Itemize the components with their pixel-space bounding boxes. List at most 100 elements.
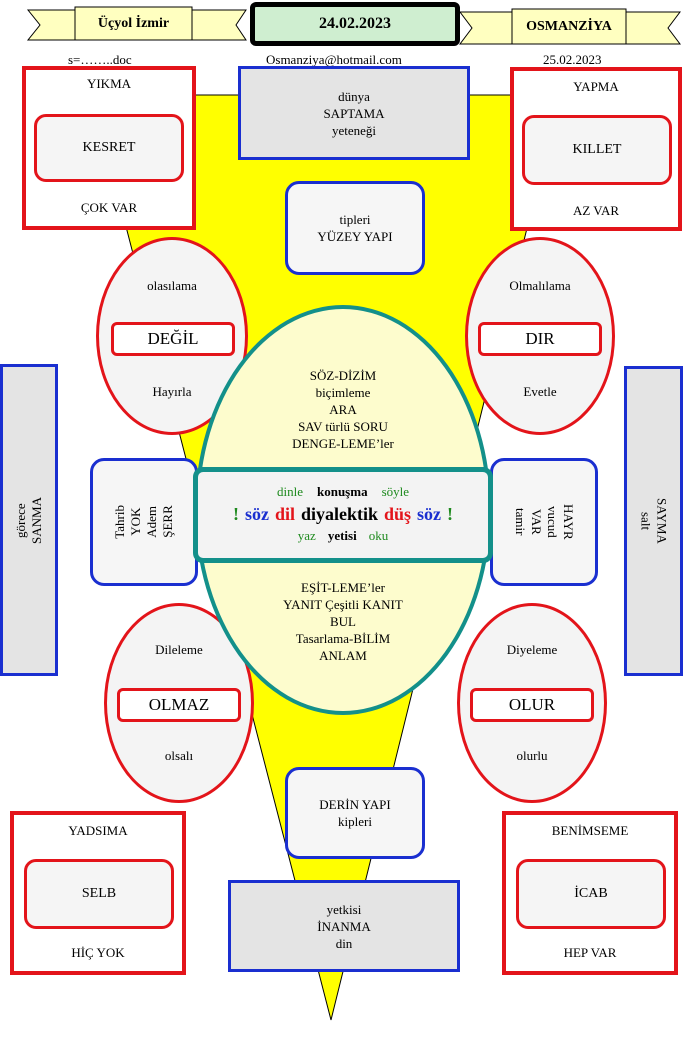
center-row-3: yaz yetisi oku (198, 528, 488, 544)
corner-top-label: YAPMA (573, 79, 619, 94)
oval-bottom-label: Evetle (523, 384, 557, 399)
row3-word-a: yaz (297, 528, 316, 543)
right-ribbon-label: OSMANZİYA (526, 19, 612, 34)
date-box: 24.02.2023 (250, 2, 460, 46)
card-line: YOK (128, 507, 143, 537)
side-bar-line: salt (638, 511, 654, 531)
right-ribbon-face (511, 8, 627, 45)
card-line: vucud (545, 506, 560, 538)
oval-top-label: Olmalılama (509, 278, 571, 293)
sayma-side-bar: SAYMA salt (624, 366, 683, 676)
oval-top-label: Diyeleme (506, 642, 558, 657)
oval-upper-right: Olmalılama DIR Evetle (465, 237, 615, 435)
serr-card: Tahrib YOK Adem ŞERR (90, 458, 198, 586)
ellipse-line: SÖZ-DİZİM (309, 368, 377, 383)
word-dil: dil (274, 504, 295, 524)
oval-lower-left: Dileleme OLMAZ olsalı (104, 603, 254, 803)
card-line: tamir (513, 508, 528, 536)
oval-word-box: DIR (478, 322, 602, 356)
ellipse-line: ARA (329, 402, 357, 417)
right-subtitle: 25.02.2023 (543, 52, 602, 67)
corner-inner-box: KESRET (34, 114, 184, 182)
left-subtitle: s=……..doc (68, 52, 132, 67)
saptama-box: dünya SAPTAMA yeteneği (238, 66, 470, 160)
card-line: VAR (529, 509, 544, 535)
ellipse-lower-text: EŞİT-LEME’ler YANIT Çeşitli KANIT BUL Ta… (199, 579, 487, 664)
corner-top-label: YADSIMA (68, 823, 128, 838)
ellipse-line: Tasarlama-BİLİM (295, 631, 391, 646)
inanma-box: yetkisi İNANMA din (228, 880, 460, 972)
word-dus: düş (384, 504, 412, 524)
center-row-1: dinle konuşma söyle (198, 484, 488, 500)
card-text: HAYR vucud VAR tamir (512, 504, 576, 540)
word-soz-1: söz (244, 504, 269, 524)
ellipse-line: ANLAM (319, 648, 367, 663)
side-bar-text: görece SANMA (13, 497, 45, 544)
box-line: İNANMA (317, 918, 371, 934)
left-ribbon-label: Üçyol İzmir (97, 16, 170, 31)
card-line: HAYR (561, 504, 576, 540)
corner-inner-box: SELB (24, 859, 174, 929)
card-text: Tahrib YOK Adem ŞERR (112, 505, 176, 539)
box-line: din (335, 935, 353, 951)
corner-bottom-label: HİÇ YOK (71, 945, 125, 960)
box-line: yetkisi (326, 901, 362, 917)
word-soz-2: söz (417, 504, 442, 524)
box-line: YÜZEY YAPI (317, 229, 393, 244)
yuzey-yapi-box: tipleri YÜZEY YAPI (285, 181, 425, 275)
exclaim-left: ! (232, 504, 239, 524)
row3-word-b: yetisi (327, 528, 357, 543)
ellipse-line: DENGE-LEME’ler (292, 436, 394, 451)
card-line: Tahrib (112, 505, 127, 539)
exclaim-right: ! (447, 504, 454, 524)
oval-top-label: olasılama (147, 278, 197, 293)
ellipse-line: YANIT Çeşitli KANIT (283, 597, 403, 612)
box-line: dünya (338, 88, 370, 104)
box-line: DERİN YAPI (319, 797, 391, 812)
left-ribbon-face (74, 6, 193, 41)
corner-box-bottom-right: BENİMSEME İCAB HEP VAR (502, 811, 678, 975)
oval-lower-right: Diyeleme OLUR olurlu (457, 603, 607, 803)
ellipse-line: EŞİT-LEME’ler (301, 580, 385, 595)
box-line: yeteneği (331, 122, 377, 138)
oval-word-box: OLUR (470, 688, 594, 722)
box-line: kipleri (338, 814, 372, 829)
box-line: SAPTAMA (323, 105, 385, 121)
ellipse-line: BUL (330, 614, 356, 629)
row3-word-c: oku (368, 528, 389, 543)
oval-bottom-label: olsalı (164, 748, 194, 763)
row1-word-b: konuşma (316, 484, 368, 499)
dialectic-box: dinle konuşma söyle ! söz dil diyalektik… (193, 467, 493, 563)
corner-inner-box: İCAB (516, 859, 666, 929)
row1-word-c: söyle (381, 484, 410, 499)
corner-top-label: YIKMA (86, 76, 132, 91)
oval-word-box: DEĞİL (111, 322, 235, 356)
derin-yapi-box: DERİN YAPI kipleri (285, 767, 425, 859)
word-diyalektik: diyalektik (300, 504, 378, 524)
side-bar-line: SANMA (29, 496, 44, 544)
oval-top-label: Dileleme (155, 642, 203, 657)
corner-bottom-label: HEP VAR (563, 945, 617, 960)
corner-inner-box: KILLET (522, 115, 672, 185)
email-text: Osmanziya@hotmail.com (266, 52, 402, 67)
corner-top-label: BENİMSEME (551, 823, 629, 838)
hayr-card: HAYR vucud VAR tamir (490, 458, 598, 586)
ellipse-upper-text: SÖZ-DİZİM biçimleme ARA SAV türlü SORU D… (199, 367, 487, 452)
row1-word-a: dinle (276, 484, 303, 499)
corner-bottom-label: ÇOK VAR (80, 200, 138, 215)
ellipse-line: SAV türlü SORU (298, 419, 388, 434)
oval-bottom-label: olurlu (516, 748, 548, 763)
sanma-side-bar: görece SANMA (0, 364, 58, 676)
corner-bottom-label: AZ VAR (572, 203, 620, 218)
corner-box-top-right: YAPMA KILLET AZ VAR (510, 67, 682, 231)
box-line: tipleri (339, 212, 371, 227)
side-bar-line: görece (13, 502, 28, 538)
side-bar-text: SAYMA salt (638, 498, 670, 544)
oval-bottom-label: Hayırla (152, 384, 192, 399)
center-row-2: ! söz dil diyalektik düş söz ! (198, 504, 488, 525)
corner-box-top-left: YIKMA KESRET ÇOK VAR (22, 66, 196, 230)
corner-box-bottom-left: YADSIMA SELB HİÇ YOK (10, 811, 186, 975)
card-line: Adem (144, 506, 159, 538)
ellipse-line: biçimleme (315, 385, 371, 400)
side-bar-line: SAYMA (654, 498, 670, 544)
